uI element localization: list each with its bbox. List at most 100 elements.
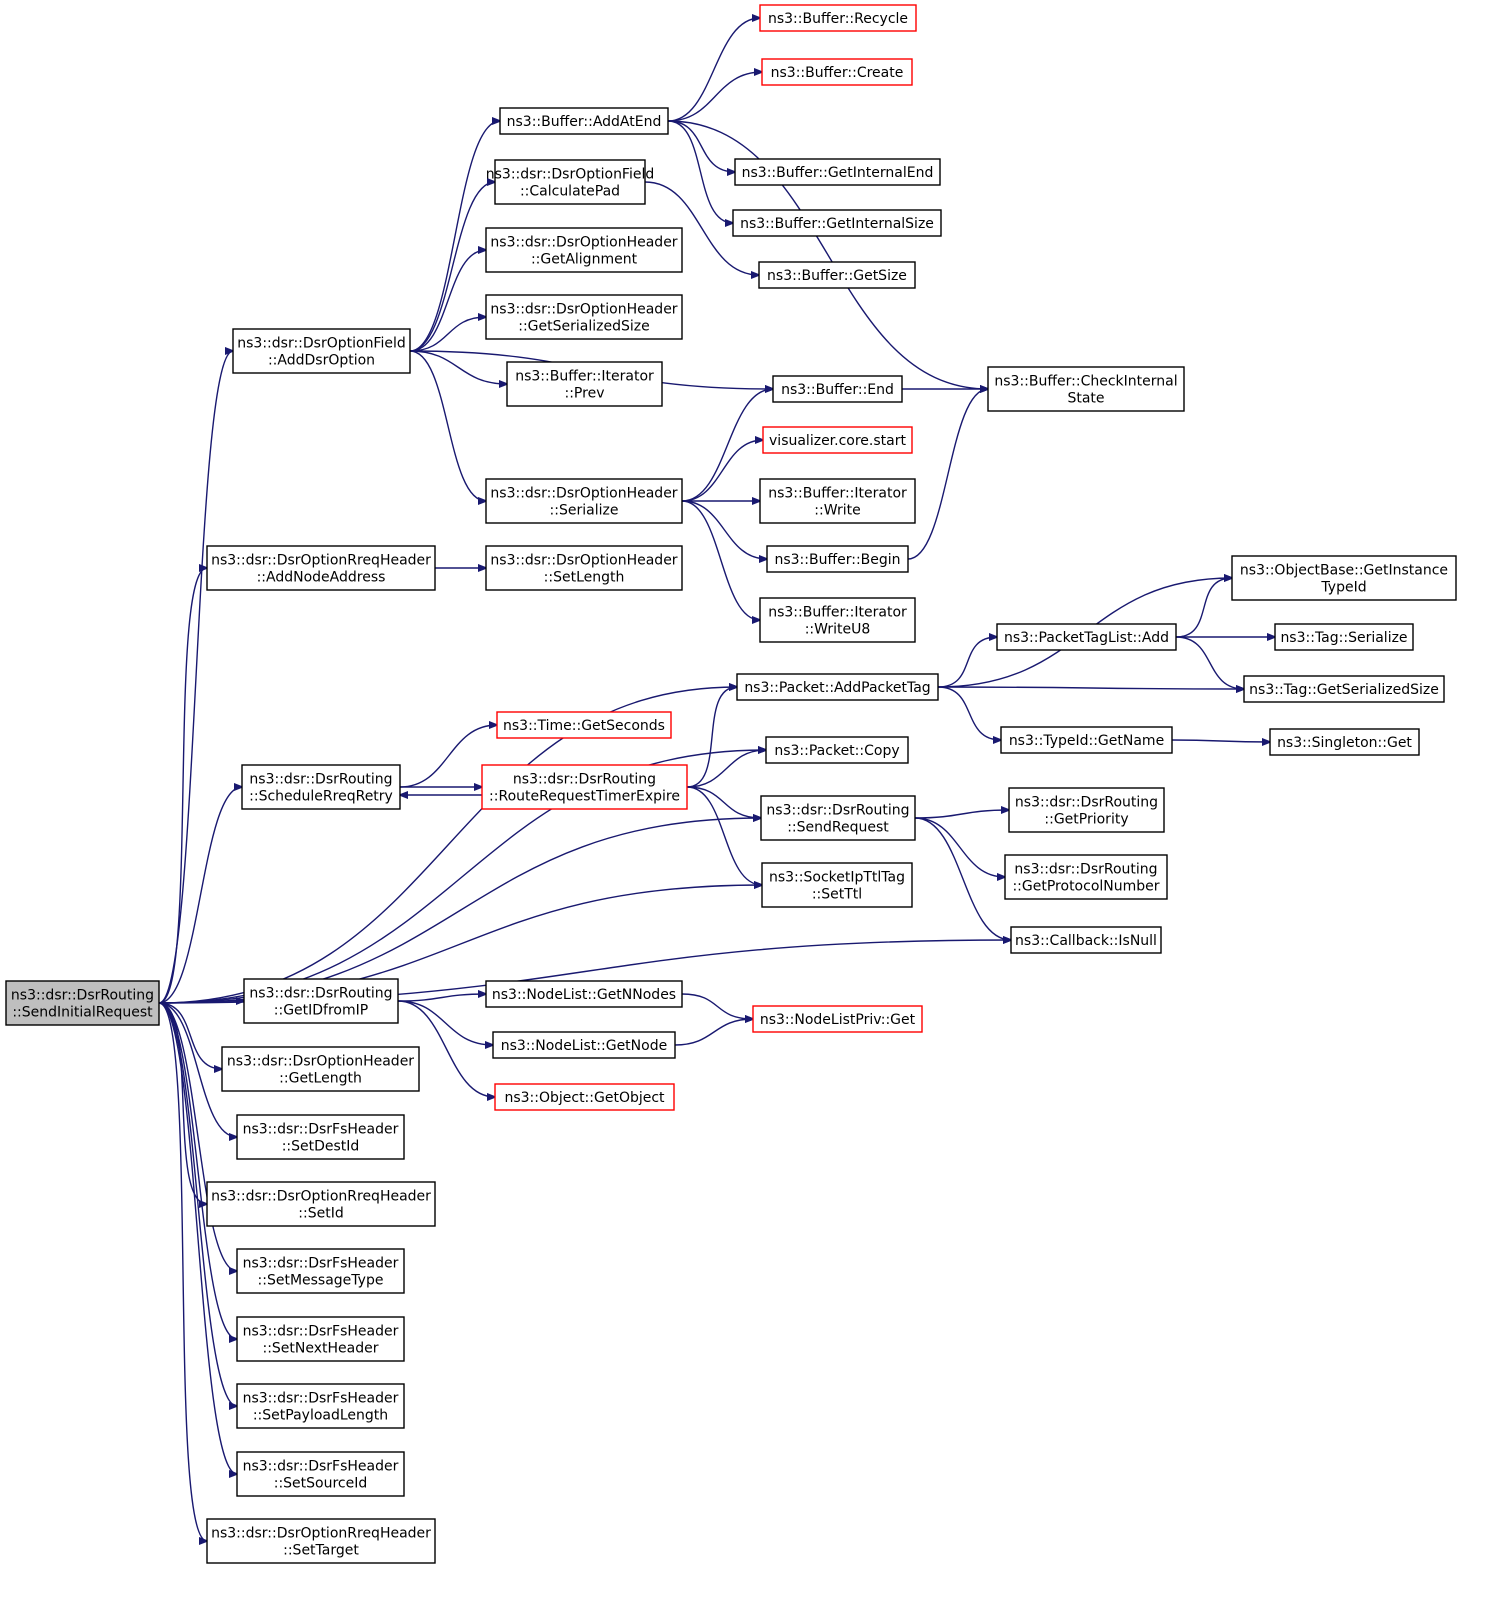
node-getIDfromIP[interactable]: ns3::dsr::DsrRouting::GetIDfromIP xyxy=(243,978,399,1024)
node-label-cbIsNull-0: ns3::Callback::IsNull xyxy=(1015,933,1157,949)
node-ptlAdd[interactable]: ns3::PacketTagList::Add xyxy=(996,623,1177,651)
node-fsSetMessageType[interactable]: ns3::dsr::DsrFsHeader::SetMessageType xyxy=(236,1248,405,1294)
node-typeIdGetName[interactable]: ns3::TypeId::GetName xyxy=(1000,726,1173,754)
node-label-getLength-1: ::GetLength xyxy=(279,1071,362,1087)
node-box-fsSetDestId xyxy=(236,1114,405,1160)
node-bufRecycle[interactable]: ns3::Buffer::Recycle xyxy=(759,4,917,32)
edge-optSerialize-to-iterWriteU8 xyxy=(681,500,760,620)
node-rreqSetTarget[interactable]: ns3::dsr::DsrOptionRreqHeader::SetTarget xyxy=(206,1518,436,1564)
edge-sendRequest-to-cbIsNull xyxy=(914,817,1011,940)
node-nlGetNNodes[interactable]: ns3::NodeList::GetNNodes xyxy=(485,980,683,1008)
node-label-tagSerialize-0: ns3::Tag::Serialize xyxy=(1280,630,1407,646)
node-bufCreate[interactable]: ns3::Buffer::Create xyxy=(761,58,913,86)
node-sendRequest[interactable]: ns3::dsr::DsrRouting::SendRequest xyxy=(760,795,916,841)
edge-pktAddPacketTag-to-tagGetSerializedSize xyxy=(937,687,1244,689)
node-tagSerialize[interactable]: ns3::Tag::Serialize xyxy=(1274,623,1414,651)
node-fsSetSourceId[interactable]: ns3::dsr::DsrFsHeader::SetSourceId xyxy=(236,1451,405,1497)
node-tagGetSerializedSize[interactable]: ns3::Tag::GetSerializedSize xyxy=(1243,675,1445,703)
node-addNodeAddress[interactable]: ns3::dsr::DsrOptionRreqHeader::AddNodeAd… xyxy=(206,545,436,591)
node-iterPrev[interactable]: ns3::Buffer::Iterator::Prev xyxy=(506,361,663,407)
node-getLength[interactable]: ns3::dsr::DsrOptionHeader::GetLength xyxy=(221,1046,420,1092)
node-setTtl[interactable]: ns3::SocketIpTtlTag::SetTtl xyxy=(761,862,913,908)
node-label-addDsrOption-0: ns3::dsr::DsrOptionField xyxy=(237,336,406,352)
node-nlGetNode[interactable]: ns3::NodeList::GetNode xyxy=(492,1031,676,1059)
node-optSerialize[interactable]: ns3::dsr::DsrOptionHeader::Serialize xyxy=(485,478,683,524)
edge-optSerialize-to-bufBegin xyxy=(681,500,767,559)
node-label-ptlAdd-0: ns3::PacketTagList::Add xyxy=(1004,630,1169,646)
node-singletonGet[interactable]: ns3::Singleton::Get xyxy=(1269,728,1420,756)
node-label-iterWrite-1: ::Write xyxy=(814,503,860,519)
edge-pktAddPacketTag-to-ptlAdd xyxy=(937,637,997,688)
node-bufBegin[interactable]: ns3::Buffer::Begin xyxy=(766,545,909,573)
node-calculatePad[interactable]: ns3::dsr::DsrOptionField::CalculatePad xyxy=(486,159,655,205)
node-label-pktCopy-0: ns3::Packet::Copy xyxy=(774,743,899,759)
edge-root-to-fsSetSourceId xyxy=(158,1002,237,1474)
node-box-calculatePad xyxy=(494,159,646,205)
edge-bufBegin-to-checkInternalState xyxy=(907,389,988,560)
nodes-layer: ns3::dsr::DsrRouting::SendInitialRequest… xyxy=(5,4,1457,1564)
node-label-calculatePad-0: ns3::dsr::DsrOptionField xyxy=(486,167,655,183)
node-box-fsSetNextHeader xyxy=(236,1316,405,1362)
node-label-iterPrev-1: ::Prev xyxy=(565,386,605,402)
node-addDsrOption[interactable]: ns3::dsr::DsrOptionField::AddDsrOption xyxy=(232,328,411,374)
node-box-cbIsNull xyxy=(1010,926,1162,954)
edge-getIDfromIP-to-objGetObject xyxy=(397,1000,495,1097)
edge-getIDfromIP-to-nlGetNode xyxy=(397,1000,493,1045)
node-scheduleRreqRetry[interactable]: ns3::dsr::DsrRouting::ScheduleRreqRetry xyxy=(241,764,401,810)
node-bufAddAtEnd[interactable]: ns3::Buffer::AddAtEnd xyxy=(499,107,669,135)
node-label-vizStart-0: visualizer.core.start xyxy=(769,433,906,449)
node-pktCopy[interactable]: ns3::Packet::Copy xyxy=(765,736,909,764)
node-routeRequestTimerExpire[interactable]: ns3::dsr::DsrRouting::RouteRequestTimerE… xyxy=(481,764,688,810)
node-fsSetDestId[interactable]: ns3::dsr::DsrFsHeader::SetDestId xyxy=(236,1114,405,1160)
node-root[interactable]: ns3::dsr::DsrRouting::SendInitialRequest xyxy=(5,980,160,1026)
node-label-bufEnd-0: ns3::Buffer::End xyxy=(781,382,894,398)
node-getPriority[interactable]: ns3::dsr::DsrRouting::GetPriority xyxy=(1008,787,1165,833)
node-fsSetNextHeader[interactable]: ns3::dsr::DsrFsHeader::SetNextHeader xyxy=(236,1316,405,1362)
node-box-bufGetInternalSize xyxy=(732,209,942,237)
edge-root-to-rreqSetTarget xyxy=(158,1002,207,1541)
node-getProtocolNumber[interactable]: ns3::dsr::DsrRouting::GetProtocolNumber xyxy=(1004,854,1168,900)
edge-addDsrOption-to-iterPrev xyxy=(409,350,507,384)
node-label-addDsrOption-1: ::AddDsrOption xyxy=(268,353,375,369)
edge-routeRequestTimerExpire-to-pktCopy xyxy=(686,750,766,788)
node-label-getProtocolNumber-0: ns3::dsr::DsrRouting xyxy=(1014,862,1157,878)
node-bufGetSize[interactable]: ns3::Buffer::GetSize xyxy=(758,261,916,289)
node-iterWrite[interactable]: ns3::Buffer::Iterator::Write xyxy=(759,478,916,524)
node-box-vizStart xyxy=(762,426,913,454)
node-box-bufGetSize xyxy=(758,261,916,289)
node-vizStart[interactable]: visualizer.core.start xyxy=(762,426,913,454)
edge-sendRequest-to-getProtocolNumber xyxy=(914,817,1005,877)
node-getAlignment[interactable]: ns3::dsr::DsrOptionHeader::GetAlignment xyxy=(485,227,683,273)
node-bufGetInternalSize[interactable]: ns3::Buffer::GetInternalSize xyxy=(732,209,942,237)
node-box-pktCopy xyxy=(765,736,909,764)
node-box-nlGetNNodes xyxy=(485,980,683,1008)
node-bufGetInternalEnd[interactable]: ns3::Buffer::GetInternalEnd xyxy=(734,158,941,186)
node-rreqSetId[interactable]: ns3::dsr::DsrOptionRreqHeader::SetId xyxy=(206,1181,436,1227)
node-box-addDsrOption xyxy=(232,328,411,374)
node-box-bufAddAtEnd xyxy=(499,107,669,135)
node-label-fsSetNextHeader-1: ::SetNextHeader xyxy=(262,1341,378,1357)
node-label-bufGetSize-0: ns3::Buffer::GetSize xyxy=(767,268,907,284)
edge-root-to-fsSetMessageType xyxy=(158,1002,237,1271)
node-label-rreqSetTarget-0: ns3::dsr::DsrOptionRreqHeader xyxy=(211,1526,431,1542)
node-box-getAlignment xyxy=(485,227,683,273)
node-label-bufGetInternalSize-0: ns3::Buffer::GetInternalSize xyxy=(740,216,934,232)
edge-root-to-fsSetNextHeader xyxy=(158,1002,237,1339)
node-bufEnd[interactable]: ns3::Buffer::End xyxy=(772,375,903,403)
node-iterWriteU8[interactable]: ns3::Buffer::Iterator::WriteU8 xyxy=(759,597,916,643)
node-objGetObject[interactable]: ns3::Object::GetObject xyxy=(494,1083,675,1111)
edge-bufAddAtEnd-to-bufGetInternalEnd xyxy=(667,120,735,172)
node-label-addNodeAddress-1: ::AddNodeAddress xyxy=(257,570,386,586)
node-fsSetPayloadLength[interactable]: ns3::dsr::DsrFsHeader::SetPayloadLength xyxy=(236,1383,405,1429)
node-pktAddPacketTag[interactable]: ns3::Packet::AddPacketTag xyxy=(736,673,939,701)
node-cbIsNull[interactable]: ns3::Callback::IsNull xyxy=(1010,926,1162,954)
node-nodeListPrivGet[interactable]: ns3::NodeListPriv::Get xyxy=(752,1005,923,1033)
node-timeGetSeconds[interactable]: ns3::Time::GetSeconds xyxy=(496,711,672,739)
edge-root-to-fsSetDestId xyxy=(158,1002,237,1137)
node-optSetLength[interactable]: ns3::dsr::DsrOptionHeader::SetLength xyxy=(485,545,683,591)
node-label-fsSetNextHeader-0: ns3::dsr::DsrFsHeader xyxy=(243,1324,399,1340)
node-label-iterWriteU8-0: ns3::Buffer::Iterator xyxy=(768,605,907,621)
node-getSerializedSizeOpt[interactable]: ns3::dsr::DsrOptionHeader::GetSerialized… xyxy=(485,294,683,340)
